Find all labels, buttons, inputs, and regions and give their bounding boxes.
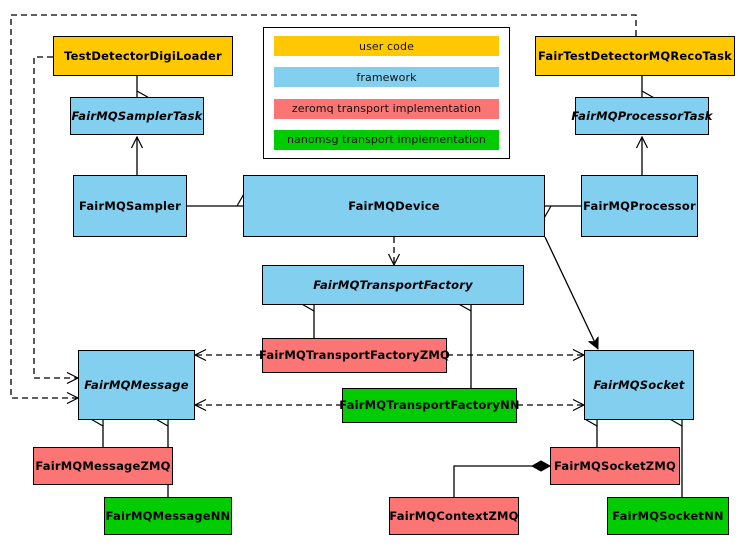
class-label: FairMQSamplerTask [71, 108, 203, 123]
edge-contextzmq-socketzmq [453, 466, 550, 497]
class-label: FairMQDevice [348, 198, 440, 213]
class-box-fairmqsocketzmq[interactable]: FairMQSocketZMQ [550, 447, 680, 485]
class-box-fairmqtransportfactorynn[interactable]: FairMQTransportFactoryNN [339, 388, 520, 423]
class-box-fairmqprocessor[interactable]: FairMQProcessor [581, 175, 698, 237]
class-box-fairmqcontextzmq[interactable]: FairMQContextZMQ [389, 497, 519, 535]
legend-label: zeromq transport implementation [291, 102, 482, 116]
legend-item-nanomsg: nanomsg transport implementation [274, 129, 499, 150]
class-box-fairmqmessagenn[interactable]: FairMQMessageNN [104, 497, 232, 535]
class-label: FairMQMessageZMQ [35, 458, 171, 473]
class-box-fairmqtransportfactoryzmq[interactable]: FairMQTransportFactoryZMQ [259, 338, 451, 373]
class-box-fairmqtransportfactory[interactable]: FairMQTransportFactory [262, 265, 524, 305]
class-box-fairmqsamplertask[interactable]: FairMQSamplerTask [70, 97, 204, 135]
class-label: FairMQSampler [78, 198, 182, 213]
class-box-fairmqsocket[interactable]: FairMQSocket [584, 350, 694, 420]
legend-label: user code [359, 39, 414, 53]
class-box-fairmqmessagezmq[interactable]: FairMQMessageZMQ [33, 447, 173, 485]
class-label: FairMQTransportFactoryZMQ [259, 348, 451, 363]
class-box-fairtestdetectormqrecotask[interactable]: FairTestDetectorMQRecoTask [535, 36, 735, 76]
class-box-fairmqsampler[interactable]: FairMQSampler [73, 175, 187, 237]
class-label: FairMQTransportFactory [313, 277, 473, 292]
class-label: FairTestDetectorMQRecoTask [538, 48, 732, 63]
class-box-fairmqprocessortask[interactable]: FairMQProcessorTask [571, 97, 712, 135]
class-label: FairMQProcessor [583, 198, 696, 213]
class-box-fairmqdevice[interactable]: FairMQDevice [243, 175, 545, 237]
class-box-fairmqmessage[interactable]: FairMQMessage [78, 350, 195, 420]
class-label: FairMQMessage [84, 377, 189, 392]
class-box-fairmqsocketnn[interactable]: FairMQSocketNN [607, 497, 729, 535]
legend-label: framework [356, 70, 417, 84]
class-label: FairMQSocketNN [612, 508, 724, 523]
legend-label: nanomsg transport implementation [286, 133, 487, 147]
class-label: FairMQMessageNN [105, 508, 231, 523]
legend-panel: user code framework zeromq transport imp… [263, 27, 510, 159]
legend-item-framework: framework [274, 67, 499, 88]
class-label: FairMQProcessorTask [571, 108, 713, 123]
class-label: FairMQSocketZMQ [554, 458, 676, 473]
class-label: FairMQContextZMQ [389, 508, 519, 523]
edge-device-socket [544, 236, 598, 349]
class-label: FairMQTransportFactoryNN [339, 398, 520, 413]
class-label: TestDetectorDigiLoader [64, 48, 222, 63]
legend-item-zeromq: zeromq transport implementation [274, 98, 499, 119]
class-label: FairMQSocket [593, 377, 685, 392]
legend-item-user-code: user code [274, 36, 499, 56]
class-box-testdetectordigiloader[interactable]: TestDetectorDigiLoader [53, 36, 233, 76]
